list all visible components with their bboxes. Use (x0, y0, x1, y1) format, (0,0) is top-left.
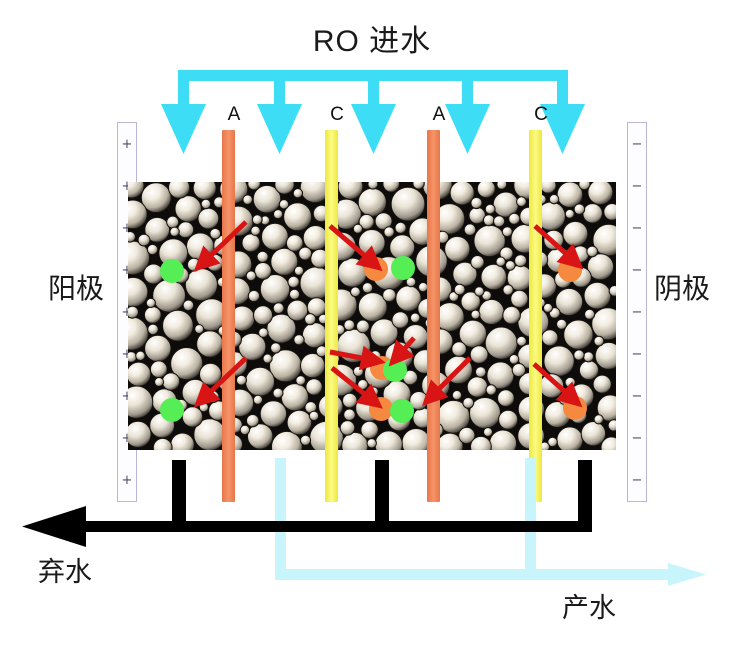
membrane-label-c1: C (330, 104, 344, 125)
electrode-sign: − (631, 346, 643, 362)
electrode-sign: − (631, 388, 643, 404)
electrode-sign: + (121, 136, 133, 152)
cathode-electrode-strip: − − − − − − − − − (627, 122, 647, 502)
anion-particle (160, 259, 184, 283)
electrode-sign: + (121, 430, 133, 446)
electrode-sign: + (121, 262, 133, 278)
electrode-sign: + (121, 220, 133, 236)
cathode-label-char-1: 阴极 (653, 273, 710, 304)
electrode-sign: − (631, 220, 643, 236)
electrode-sign: − (631, 136, 643, 152)
membrane-cation-2 (529, 130, 542, 502)
electrode-sign: + (121, 346, 133, 362)
electrode-sign: + (121, 388, 133, 404)
electrode-sign: + (121, 304, 133, 320)
membrane-anion-2 (427, 130, 440, 502)
anion-particle (391, 256, 415, 280)
product-water-pipes (275, 458, 706, 586)
cathode-label: 阴极 (652, 272, 712, 305)
anode-label: 阳极 (46, 272, 106, 305)
electrode-sign: − (631, 304, 643, 320)
anion-particle (390, 399, 414, 423)
electrode-sign: − (631, 262, 643, 278)
product-water-label: 产水 (562, 593, 616, 623)
feed-water-manifold (161, 70, 585, 154)
anode-label-char-1: 阳极 (47, 273, 104, 304)
reject-water-label: 弃水 (38, 557, 92, 587)
anion-particle (160, 398, 184, 422)
membrane-label-a1: A (227, 104, 241, 125)
electrode-sign: − (631, 472, 643, 488)
cation-particle (558, 258, 582, 282)
reject-water-pipes (22, 460, 592, 547)
electrode-sign: − (631, 430, 643, 446)
bottom-plumbing (22, 458, 706, 586)
electrode-sign: + (121, 472, 133, 488)
cation-particle (563, 396, 587, 420)
electrode-sign: − (631, 178, 643, 194)
anion-particle (383, 358, 407, 382)
diagram-title: RO 进水 (312, 25, 432, 58)
membrane-label-c2: C (534, 104, 548, 125)
electrode-sign: + (121, 178, 133, 194)
membrane-label-a2: A (432, 104, 446, 125)
cation-particle (364, 257, 388, 281)
membrane-cation-1 (325, 130, 338, 502)
